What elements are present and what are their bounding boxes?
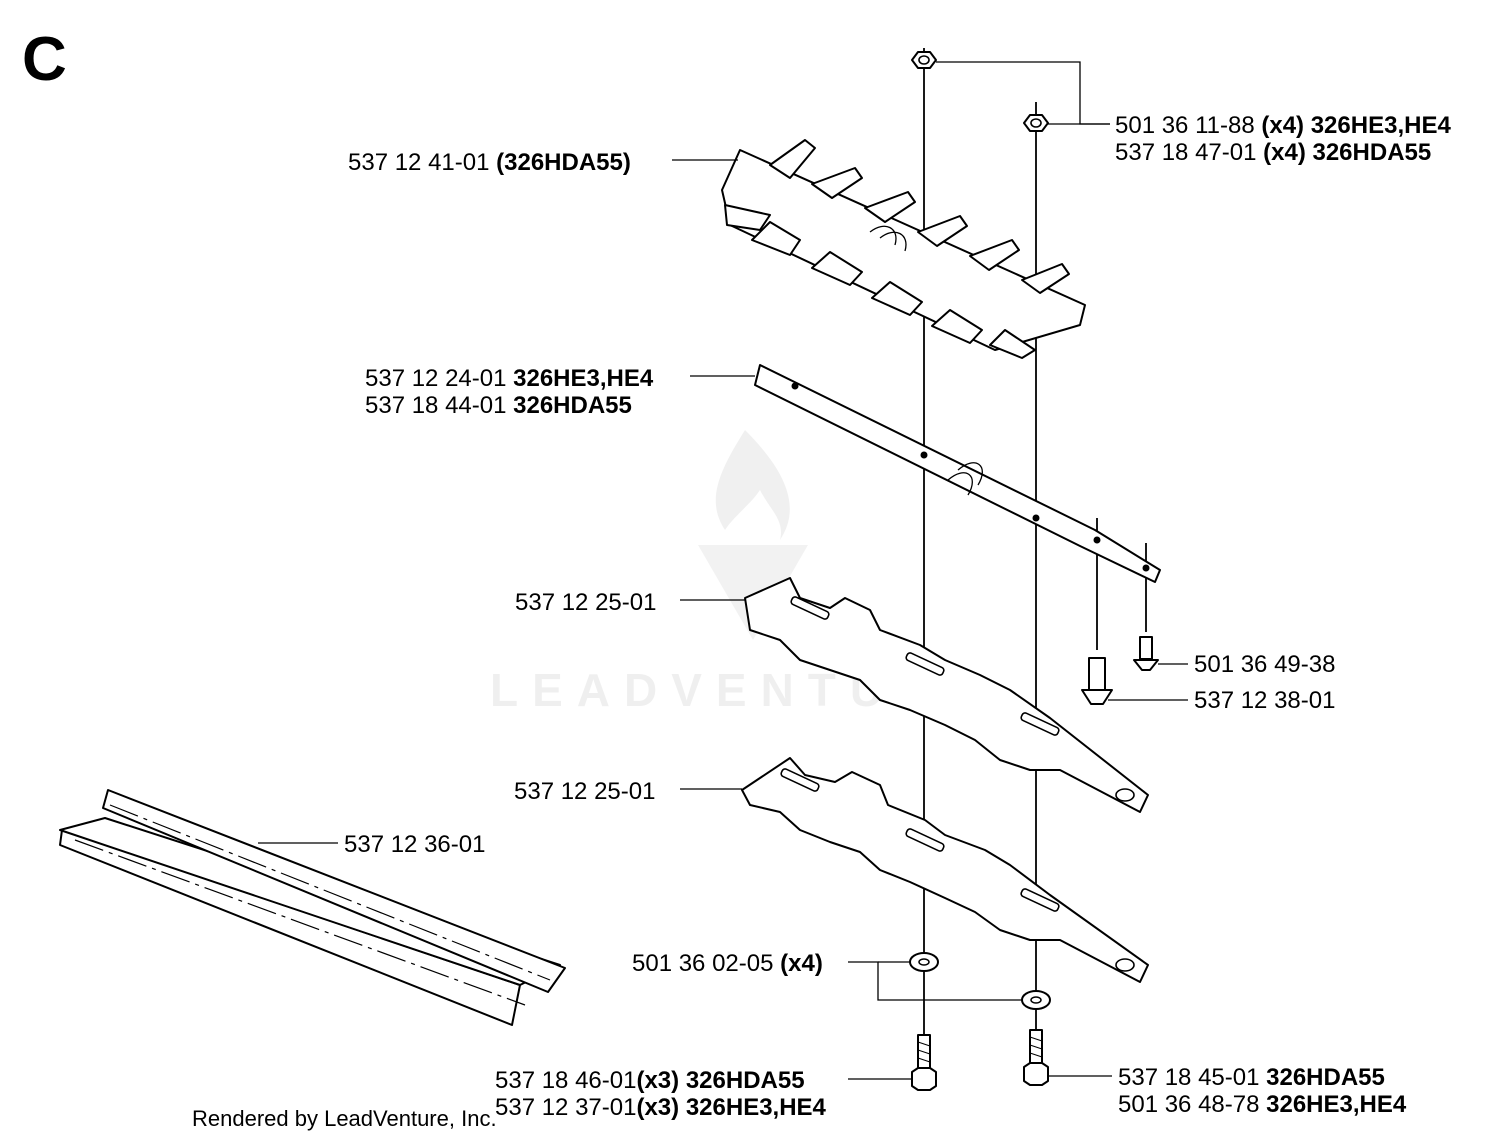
- guard-bar: [721, 139, 1086, 359]
- section-letter: C: [22, 25, 67, 94]
- hex-nut-top-left: [911, 51, 937, 69]
- callout-washer: 501 36 02-05 (x4): [632, 950, 823, 977]
- spacer-plate: [754, 364, 1161, 583]
- guard-teeth: [724, 139, 1070, 359]
- countersunk-screw-large: [1081, 657, 1113, 705]
- hex-nut-top-right: [1023, 114, 1049, 132]
- callout-plate-b: 537 18 44-01 326HDA55: [365, 392, 632, 419]
- hex-bolt-right: [1023, 1029, 1049, 1086]
- callout-bolt-right-2: 501 36 48-78 326HE3,HE4: [1118, 1091, 1407, 1118]
- callout-screw-small: 501 36 49-38: [1194, 651, 1335, 678]
- callout-plate-a: 537 12 24-01 326HE3,HE4: [365, 365, 654, 392]
- leader-lines: [258, 61, 1188, 1080]
- hex-bolt-left: [911, 1034, 937, 1091]
- callout-nut-b: 537 18 47-01 (x4) 326HDA55: [1115, 139, 1431, 166]
- callout-nut-a: 501 36 11-88 (x4) 326HE3,HE4: [1115, 112, 1451, 139]
- callout-bolt-right-1: 537 18 45-01 326HDA55: [1118, 1064, 1385, 1091]
- callout-blade-upper: 537 12 25-01: [515, 589, 656, 616]
- countersunk-screw-small: [1133, 636, 1159, 671]
- callout-screw-large: 537 12 38-01: [1194, 687, 1335, 714]
- callout-blade-lower: 537 12 25-01: [514, 778, 655, 805]
- render-credit: Rendered by LeadVenture, Inc.: [192, 1106, 497, 1131]
- transport-cover: [59, 789, 566, 1026]
- callout-guard: 537 12 41-01 (326HDA55): [348, 149, 631, 176]
- washer-right: [1021, 990, 1051, 1010]
- callout-cover: 537 12 36-01: [344, 831, 485, 858]
- lower-cutting-blade: [741, 757, 1149, 983]
- upper-cutting-blade: [744, 577, 1149, 813]
- washer-left: [909, 952, 939, 972]
- callout-bolt-left-1: 537 18 46-01(x3) 326HDA55: [495, 1067, 805, 1094]
- callout-bolt-left-2: 537 12 37-01(x3) 326HE3,HE4: [495, 1094, 827, 1121]
- watermark-flame-icon: [715, 430, 790, 540]
- watermark-v-icon: [698, 545, 808, 640]
